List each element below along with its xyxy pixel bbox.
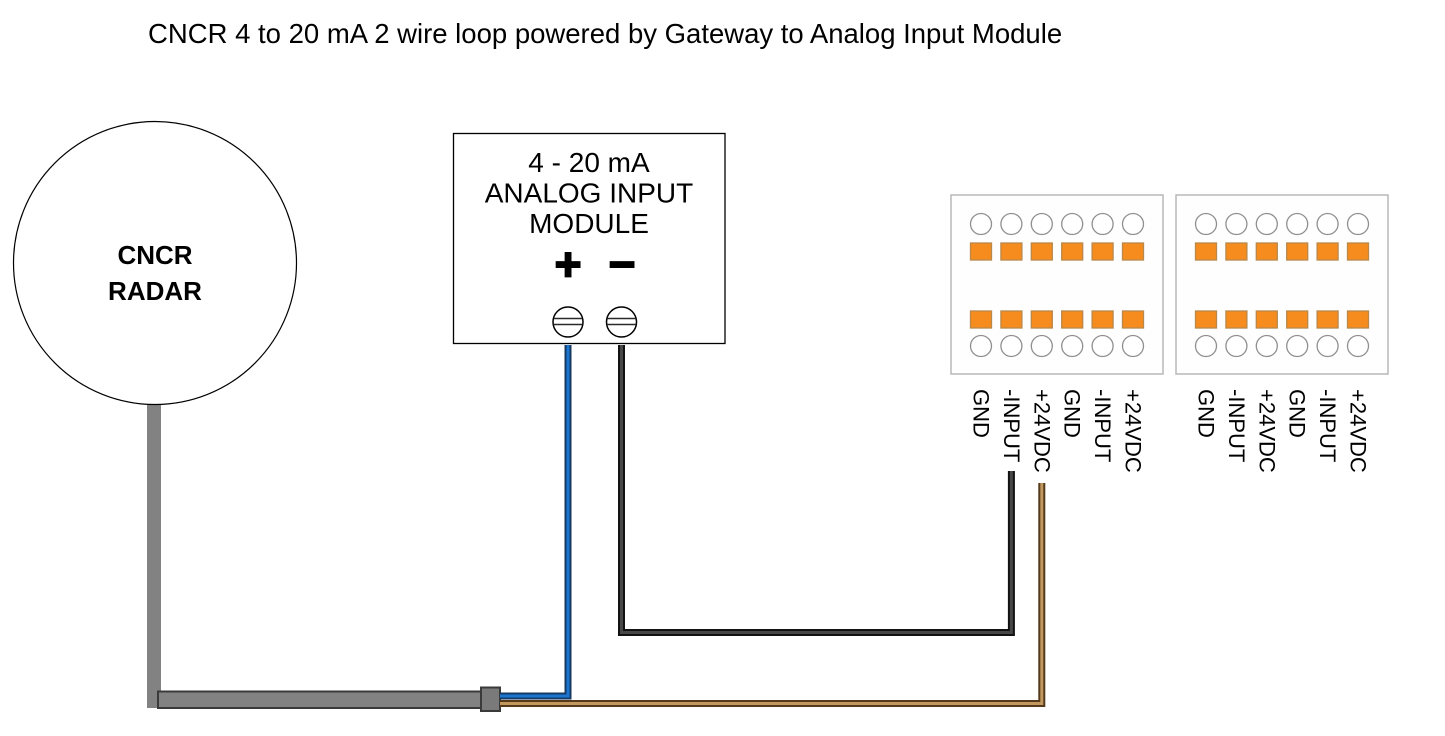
radar-cable-sheath <box>157 690 499 709</box>
hole-icon <box>1316 334 1339 358</box>
contact-pad <box>1286 242 1309 261</box>
radar-cable-stem <box>147 398 161 708</box>
terminal-label: -INPUT <box>1090 389 1115 462</box>
contact-pad <box>1316 310 1339 329</box>
diagram-title: CNCR 4 to 20 mA 2 wire loop powered by G… <box>148 18 1062 49</box>
contact-pad <box>969 310 993 329</box>
hole-icon <box>969 212 993 236</box>
terminal-column <box>1194 212 1218 358</box>
terminal-column <box>1030 212 1053 358</box>
hole-icon <box>1061 334 1084 358</box>
hole-icon <box>1286 212 1309 236</box>
brown-wire <box>500 483 1046 707</box>
hole-icon <box>1225 212 1248 236</box>
terminal-column <box>1346 212 1370 358</box>
terminal-label: GND <box>969 389 994 438</box>
module-box <box>452 132 726 345</box>
contact-pad <box>1091 310 1114 329</box>
contact-pad <box>969 242 993 261</box>
terminal-column <box>1091 212 1114 358</box>
hole-icon <box>1346 334 1370 358</box>
screw-terminal-negative-icon <box>605 306 638 338</box>
contact-pad <box>1255 310 1278 329</box>
radar-label-line2: RADAR <box>108 276 202 306</box>
minus-symbol: − <box>609 238 636 290</box>
contact-pad <box>1091 242 1114 261</box>
contact-pad <box>1121 310 1145 329</box>
hole-icon <box>1000 334 1023 358</box>
black-wire <box>618 345 1015 636</box>
terminal-column <box>969 212 993 358</box>
hole-icon <box>1091 334 1114 358</box>
contact-pad <box>1121 242 1145 261</box>
analog-input-module: 4 - 20 mA ANALOG INPUT MODULE + − <box>452 132 726 345</box>
terminal-label: GND <box>1060 389 1085 438</box>
module-title-line1: 4 - 20 mA <box>528 147 650 178</box>
terminal-label: GND <box>1285 389 1310 438</box>
contact-pad <box>1030 310 1053 329</box>
hole-icon <box>1121 212 1145 236</box>
hole-icon <box>1030 334 1053 358</box>
radar-cable-end-cap <box>480 686 501 712</box>
hole-icon <box>1000 212 1023 236</box>
terminal-column <box>1286 212 1309 358</box>
contact-pad <box>1194 242 1218 261</box>
blue-wire <box>500 345 572 700</box>
terminal-label: -INPUT <box>1224 389 1249 462</box>
contact-pad <box>1061 310 1084 329</box>
screw-terminal-positive-icon <box>552 306 584 338</box>
terminal-column <box>1225 212 1248 358</box>
contact-pad <box>1030 242 1053 261</box>
hole-icon <box>1030 212 1053 236</box>
contact-pad <box>1194 310 1218 329</box>
terminal-label: -INPUT <box>999 389 1024 462</box>
contact-pad <box>1316 242 1339 261</box>
contact-pad <box>1000 242 1023 261</box>
contact-pad <box>1346 242 1370 261</box>
terminal-column <box>1316 212 1339 358</box>
terminal-column <box>1255 212 1278 358</box>
terminal-block-1 <box>950 194 1164 375</box>
terminal-label: +24VDC <box>1029 389 1054 473</box>
plus-symbol: + <box>555 238 582 290</box>
terminal-column <box>1000 212 1023 358</box>
terminal-label: +24VDC <box>1346 389 1371 473</box>
module-title-line2: ANALOG INPUT <box>485 178 693 209</box>
hole-icon <box>1194 212 1218 236</box>
hole-icon <box>1194 334 1218 358</box>
terminal-label: -INPUT <box>1315 389 1340 462</box>
hole-icon <box>1061 212 1084 236</box>
terminal-column <box>1121 212 1145 358</box>
contact-pad <box>1225 310 1248 329</box>
contact-pad <box>1286 310 1309 329</box>
contact-pad <box>1346 310 1370 329</box>
radar-label-line1: CNCR <box>117 240 192 270</box>
hole-icon <box>1091 212 1114 236</box>
terminal-block-2 <box>1175 194 1389 375</box>
module-title-line3: MODULE <box>529 208 649 239</box>
hole-icon <box>969 334 993 358</box>
contact-pad <box>1225 242 1248 261</box>
hole-icon <box>1255 212 1278 236</box>
contact-pad <box>1061 242 1084 261</box>
terminal-column <box>1061 212 1084 358</box>
hole-icon <box>1346 212 1370 236</box>
terminal-label: +24VDC <box>1121 389 1146 473</box>
hole-icon <box>1255 334 1278 358</box>
hole-icon <box>1316 212 1339 236</box>
contact-pad <box>1000 310 1023 329</box>
terminal-label: +24VDC <box>1254 389 1279 473</box>
hole-icon <box>1286 334 1309 358</box>
radar-circle <box>12 120 298 406</box>
terminal-label: GND <box>1194 389 1219 438</box>
hole-icon <box>1121 334 1145 358</box>
hole-icon <box>1225 334 1248 358</box>
contact-pad <box>1255 242 1278 261</box>
